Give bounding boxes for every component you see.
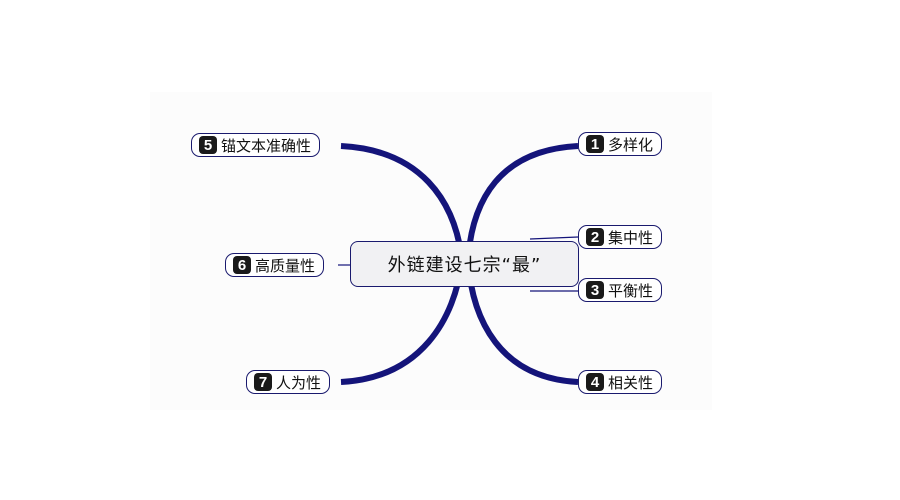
- branch-label: 相关性: [608, 373, 654, 392]
- branch-node-7[interactable]: 7 人为性: [246, 370, 331, 394]
- branch-label: 高质量性: [255, 256, 316, 275]
- connector-2: [529, 236, 579, 240]
- branch-node-4[interactable]: 4 相关性: [578, 370, 663, 394]
- number-badge-icon: 2: [586, 228, 604, 246]
- number-badge-icon: 3: [586, 281, 604, 299]
- branch-label: 集中性: [608, 228, 654, 247]
- number-badge-icon: 1: [586, 135, 604, 153]
- branch-node-3[interactable]: 3 平衡性: [578, 278, 663, 302]
- branch-node-5[interactable]: 5 锚文本准确性: [191, 133, 321, 157]
- number-badge-icon: 4: [586, 373, 604, 391]
- branch-node-2[interactable]: 2 集中性: [578, 225, 663, 249]
- branch-label: 人为性: [276, 373, 322, 392]
- number-badge-icon: 7: [254, 373, 272, 391]
- branch-node-6[interactable]: 6 高质量性: [225, 253, 325, 277]
- branch-label: 多样化: [608, 135, 654, 154]
- branch-label: 锚文本准确性: [221, 136, 312, 155]
- number-badge-icon: 6: [233, 256, 251, 274]
- number-badge-icon: 5: [199, 136, 217, 154]
- branch-node-1[interactable]: 1 多样化: [578, 132, 663, 156]
- branch-label: 平衡性: [608, 281, 654, 300]
- central-topic[interactable]: 外链建设七宗“最”: [350, 241, 579, 287]
- central-topic-label: 外链建设七宗“最”: [387, 255, 542, 276]
